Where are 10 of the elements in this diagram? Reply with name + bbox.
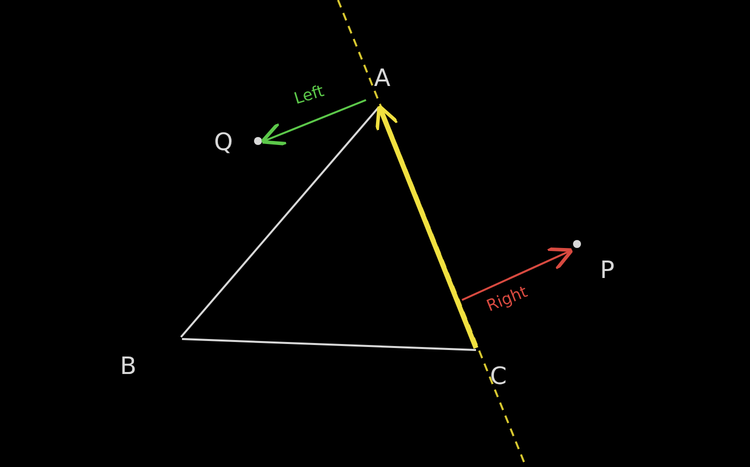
point-label: B — [120, 354, 136, 378]
triangle-side — [182, 338, 476, 351]
arrow — [260, 99, 366, 146]
point-label: Q — [214, 130, 233, 154]
point-label: C — [490, 364, 507, 388]
point-label: A — [374, 66, 390, 90]
arrow — [375, 104, 478, 349]
triangle-side — [180, 107, 379, 338]
point-label: P — [600, 258, 614, 282]
arrow — [462, 247, 574, 301]
